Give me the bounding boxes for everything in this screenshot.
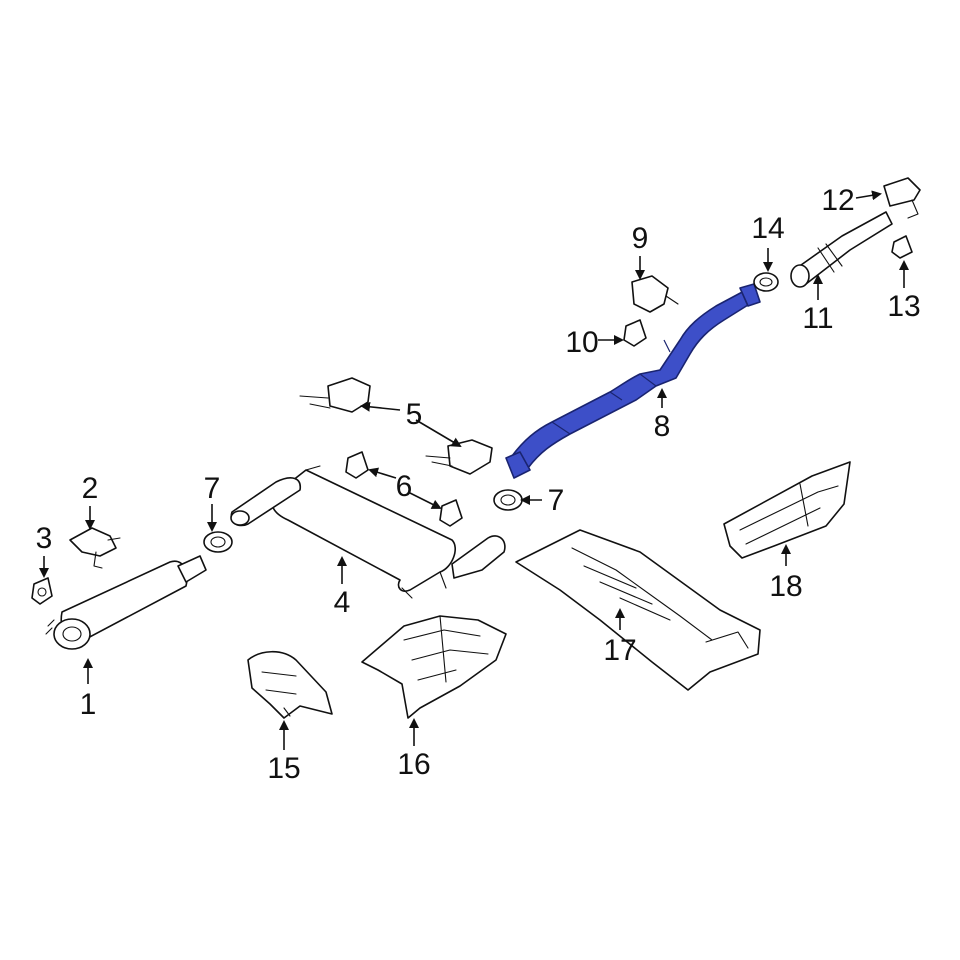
callout-13: 13 <box>887 290 920 323</box>
leader-5b <box>415 419 462 448</box>
part-10-insulator <box>623 319 647 347</box>
part-15-heat-shield <box>247 650 333 719</box>
part-14-clamp <box>753 272 779 292</box>
part-5-hanger-brackets <box>299 377 493 475</box>
callout-1: 1 <box>80 688 97 721</box>
callout-11: 11 <box>802 302 833 335</box>
callout-14: 14 <box>751 212 784 245</box>
leader-12 <box>855 190 882 201</box>
part-9-bracket <box>631 275 679 313</box>
callout-18: 18 <box>769 570 802 603</box>
part-4-muffler <box>230 465 506 599</box>
callout-3: 3 <box>36 522 53 555</box>
callout-5: 5 <box>406 398 423 431</box>
leader-6b <box>407 491 442 509</box>
part-16-heat-shield <box>361 615 507 719</box>
callout-12: 12 <box>821 184 854 217</box>
leader-6a <box>368 467 397 479</box>
leader-lines <box>39 190 909 750</box>
callout-15: 15 <box>267 752 300 785</box>
part-6-insulators <box>345 451 463 527</box>
callout-8: 8 <box>654 410 671 443</box>
part-7-clamps <box>203 489 523 553</box>
callout-16: 16 <box>397 748 430 781</box>
callout-9: 9 <box>632 222 649 255</box>
callout-7-left: 7 <box>204 472 221 505</box>
part-2-hanger-bracket <box>69 527 121 569</box>
part-11-converter-pipe <box>790 211 893 288</box>
callout-labels: 1 2 3 4 5 6 7 7 8 9 10 11 12 13 14 15 16… <box>36 184 921 785</box>
part-8-intermediate-pipe <box>505 283 761 479</box>
part-18-heat-shield <box>723 461 851 559</box>
callout-17: 17 <box>603 634 636 667</box>
part-1-rear-muffler <box>45 555 207 650</box>
callout-2: 2 <box>82 472 99 505</box>
part-17-heat-shield <box>515 529 761 691</box>
part-13-insulator <box>891 235 913 259</box>
callout-7-right: 7 <box>548 484 565 517</box>
callout-10: 10 <box>565 326 598 359</box>
callout-6: 6 <box>396 470 413 503</box>
part-12-flange-bracket <box>883 177 921 219</box>
callout-4: 4 <box>334 586 351 619</box>
leader-5a <box>360 401 401 412</box>
part-3-insulator <box>31 577 53 605</box>
